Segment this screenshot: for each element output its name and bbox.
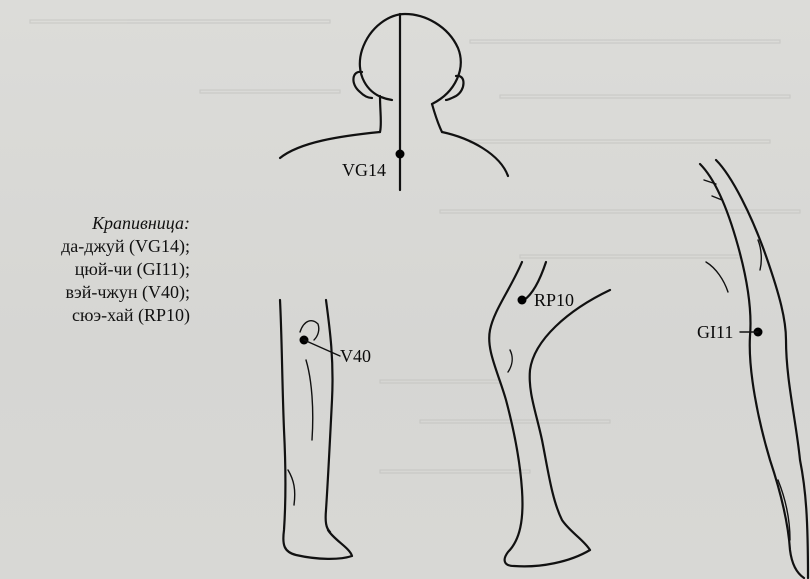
caption-line: да-джуй (VG14); [14,235,190,258]
caption-title: Крапивница: [14,212,190,235]
leg-back-figure [280,300,352,559]
v40-label: V40 [340,346,371,366]
vg14-point [396,150,405,159]
rp10-label: RP10 [534,290,574,310]
caption-line: цюй-чи (GI11); [14,258,190,281]
caption-line: вэй-чжун (V40); [14,281,190,304]
arm-figure [700,160,808,578]
figure-caption: Крапивница: да-джуй (VG14); цюй-чи (GI11… [14,212,190,327]
vg14-label: VG14 [342,160,386,180]
caption-line: сюэ-хай (RP10) [14,304,190,327]
rp10-point [518,296,527,305]
gi11-label: GI11 [697,322,733,342]
